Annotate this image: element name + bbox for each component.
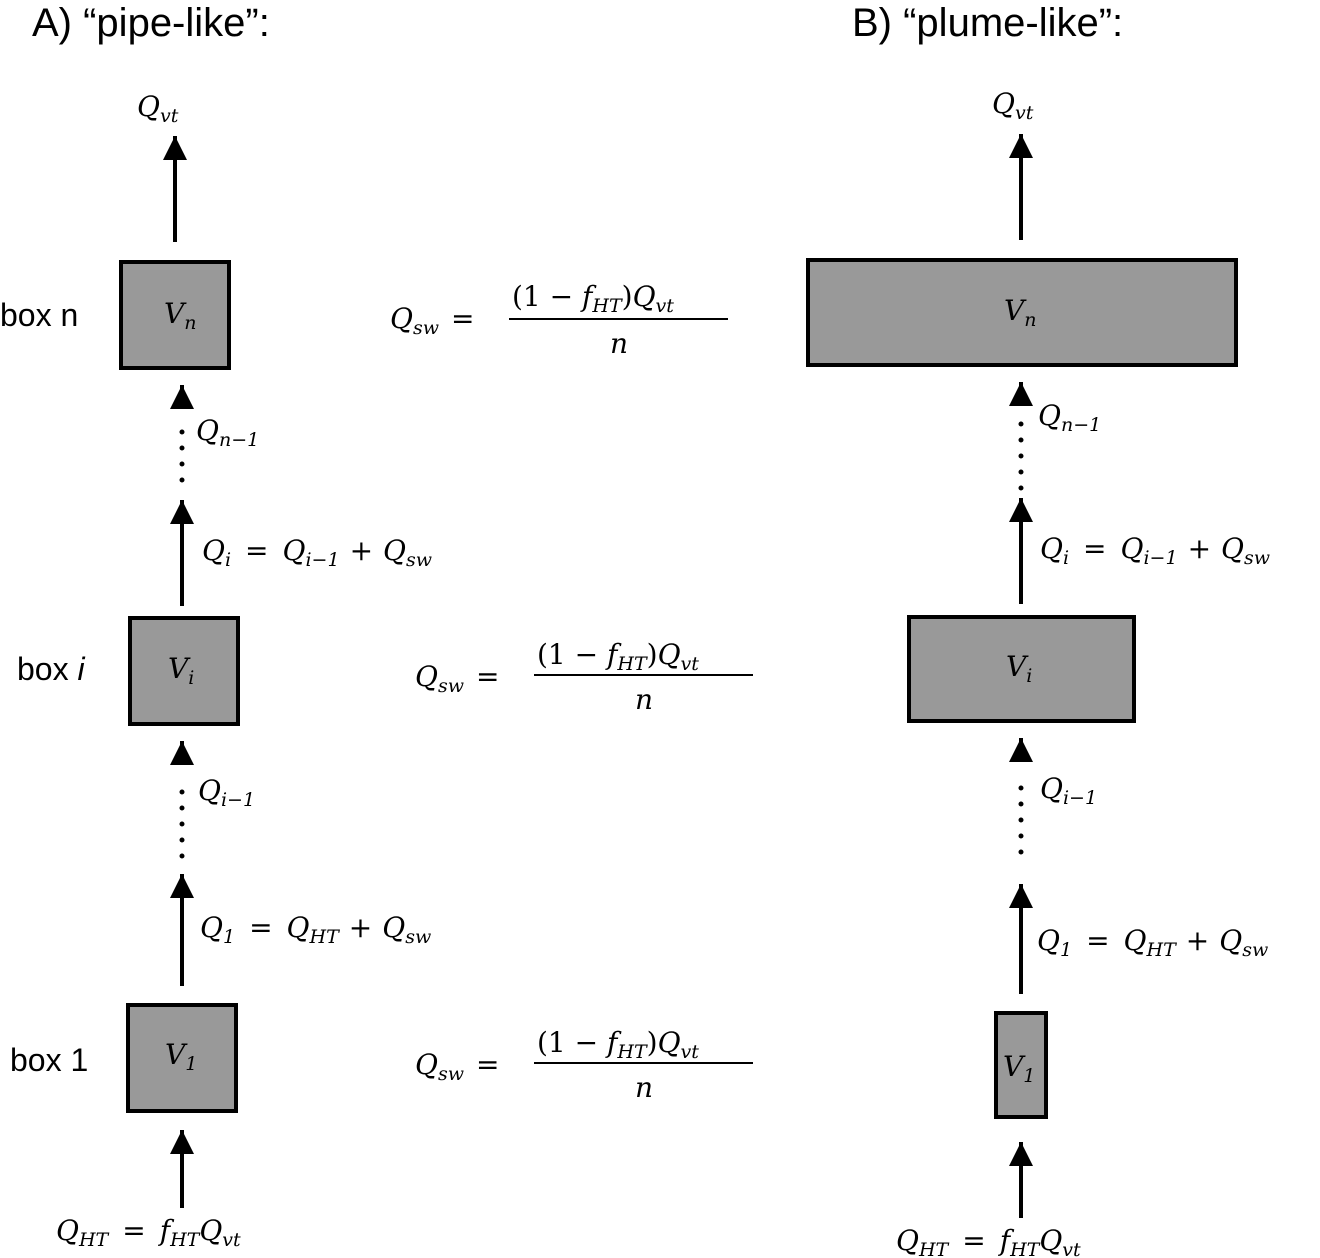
svg-text:Qsw=: Qsw= [415,1048,499,1085]
panel-a-box-n-label: box n [0,297,78,333]
panel-b-box-n [806,258,1238,367]
svg-text:(1 − fHT)Qvt: (1 − fHT)Qvt [537,638,699,675]
panel-a-seawater-equation-box-1: Qsw= (1 − fHT)Qvt n [415,1026,753,1104]
svg-text:(1 − fHT)Qvt: (1 − fHT)Qvt [537,1026,699,1063]
panel-b-input-flow-equation: QHT=fHTQvt [896,1224,1081,1258]
panel-a-box-1 [126,1003,238,1113]
panel-a-title: A) “pipe-like”: [32,1,270,45]
panel-b-title: B) “plume-like”: [852,1,1123,45]
panel-a-box-1-label: box 1 [10,1042,88,1078]
panel-b-flow-i-minus-1-label: Qi−1 [1040,772,1097,809]
panel-a-box-n [119,260,231,370]
panel-a-flow-i-equation: Qi=Qi−1+Qsw [202,534,432,571]
panel-a-box-i [128,616,240,726]
panel-a-box-i-volume: Vi [168,652,194,689]
panel-a: A) “pipe-like”: Qvt box n Vn Qsw= (1 − f… [0,1,753,1251]
panel-a-flow-i-minus-1-label: Qi−1 [198,774,255,811]
panel-b: B) “plume-like”: Qvt Vn Qn−1 Qi=Qi−1+Qsw… [806,1,1270,1258]
panel-a-box-1-volume: V1 [165,1038,197,1075]
panel-a-box-i-label: box i [17,651,85,687]
panel-b-box-i-volume: Vi [1006,650,1032,687]
panel-a-seawater-equation-box-i: Qsw= (1 − fHT)Qvt n [415,638,753,716]
panel-b-box-n-volume: Vn [1004,294,1036,331]
svg-text:Qsw=: Qsw= [415,660,499,697]
panel-a-box-n-volume: Vn [164,297,196,334]
panel-a-input-flow-equation: QHT=fHTQvt [56,1214,241,1251]
svg-text:n: n [635,683,653,716]
panel-b-box-1 [994,1011,1048,1119]
panel-b-flow-n-minus-1-label: Qn−1 [1038,399,1101,436]
svg-text:n: n [610,327,628,360]
panel-a-flow-n-minus-1-label: Qn−1 [196,414,259,451]
panel-a-seawater-equation-box-n: Qsw= (1 − fHT)Qvt n [390,280,728,360]
panel-a-flow-1-equation: Q1=QHT+Qsw [200,911,431,948]
panel-b-flow-1-equation: Q1=QHT+Qsw [1037,924,1268,961]
panel-a-output-flow-label: Qvt [137,90,179,127]
svg-text:Qsw=: Qsw= [390,302,474,339]
panel-b-flow-i-equation: Qi=Qi−1+Qsw [1040,532,1270,569]
panel-b-box-i [907,615,1136,723]
svg-text:(1 − fHT)Qvt: (1 − fHT)Qvt [512,280,674,317]
panel-b-box-1-volume: V1 [1003,1050,1035,1087]
svg-text:n: n [635,1071,653,1104]
panel-b-output-flow-label: Qvt [992,87,1034,124]
